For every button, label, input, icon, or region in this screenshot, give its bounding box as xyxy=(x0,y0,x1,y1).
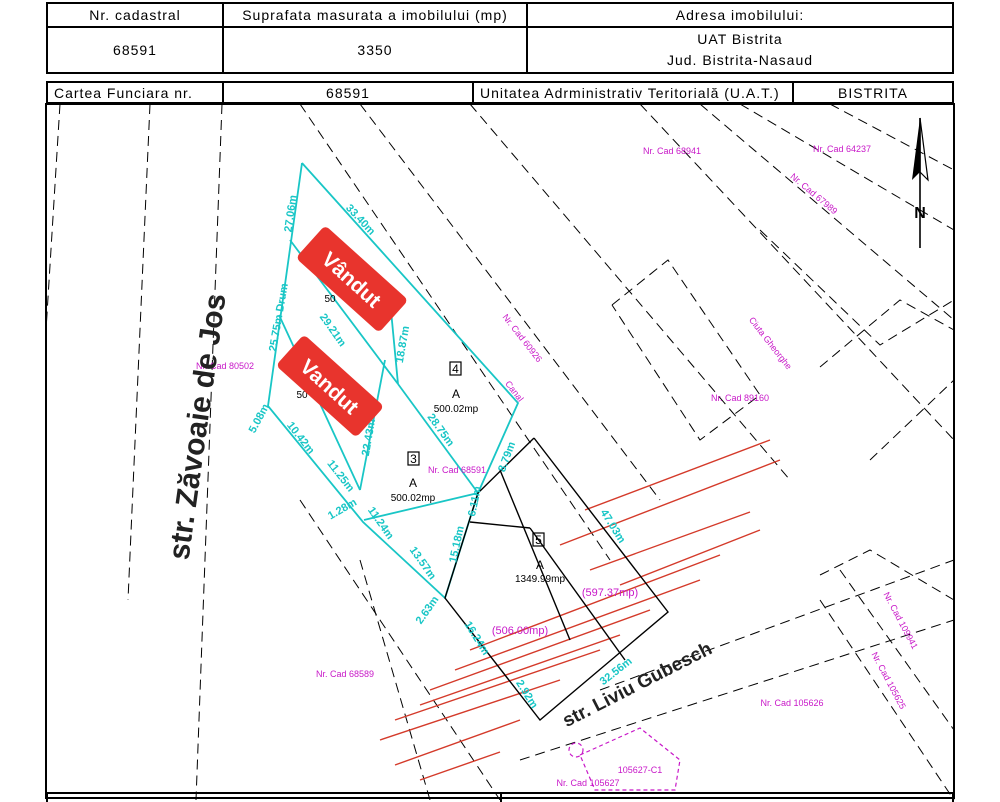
neighbor-label: Nr. Cad 105625 xyxy=(869,650,907,710)
address-uat: UAT Bistrita xyxy=(697,31,783,47)
dimension-label: 6.11m xyxy=(466,485,484,518)
address-county: Jud. Bistrita-Nasaud xyxy=(666,52,814,68)
lot5-boundary xyxy=(444,437,669,722)
neighbor-label: Nr. Cad 68591 xyxy=(428,465,486,475)
neighbor-label: Nr. Cad 105627 xyxy=(556,778,619,788)
sub-area-2: (506.00mp) xyxy=(492,625,548,637)
lot5-letter: A xyxy=(536,558,544,572)
footer-right-cell xyxy=(500,792,954,802)
dimension-label: 18.87m xyxy=(394,325,412,364)
neighbor-boundaries xyxy=(45,103,955,800)
dimension-label: 11.25m xyxy=(324,458,356,494)
lot3-area: 500.02mp xyxy=(391,493,436,504)
lot4-number: 4 xyxy=(452,362,459,376)
footer-left-cell xyxy=(46,792,502,802)
dimension-label: 2.63m xyxy=(414,594,442,627)
dimension-label: 5.08m xyxy=(247,402,272,435)
lot5-area: 1349.99mp xyxy=(515,574,565,585)
neighbor-label: Nr. Cad 89160 xyxy=(711,393,769,403)
lot5-number: 5 xyxy=(535,533,542,547)
dimension-label: 10.42m xyxy=(284,420,317,457)
dimension-label: 28.75m xyxy=(425,412,457,449)
neighbor-label: Nr. Cad 80502 xyxy=(196,361,254,371)
lot3-letter: A xyxy=(409,476,417,490)
sub-area-1: (597.37mp) xyxy=(582,587,638,599)
lot4-letter: A xyxy=(452,387,460,401)
dimension-label: 15.18m xyxy=(447,525,467,564)
lot-partial-area-1: 50 xyxy=(324,294,336,305)
neighbor-label: Nr. Cad 68589 xyxy=(316,669,374,679)
lot-partial-area-2: 50 xyxy=(296,390,308,401)
building-c1-outline xyxy=(568,727,681,791)
lot-number-boxes xyxy=(407,361,545,547)
neighbor-label: Ciuta Gheorghe xyxy=(747,315,794,371)
street-label-gubesch: str. Liviu Gubesch xyxy=(559,638,715,731)
dimension-label: 27.06m xyxy=(282,194,299,233)
dimension-label: 29.21m xyxy=(317,312,348,350)
neighbor-label: Nr. Cad 64237 xyxy=(813,144,871,154)
dimension-label: 11.24m xyxy=(365,505,396,542)
lot4-area: 500.02mp xyxy=(434,404,479,415)
dimension-label: 16.24m xyxy=(462,619,492,657)
road-hatching xyxy=(379,439,781,781)
neighbor-label: Nr. Cad 105626 xyxy=(760,698,823,708)
dimension-label: 1.28m xyxy=(326,496,359,522)
sold-badge-lot1: Vândut xyxy=(297,227,407,331)
neighbor-label: Nr. Cad 67989 xyxy=(788,171,839,216)
lot3-number: 3 xyxy=(410,452,417,466)
address-value: UAT Bistrita Jud. Bistrita-Nasaud xyxy=(526,26,954,74)
neighbor-label: Nr. Cad 68941 xyxy=(643,146,701,156)
dimension-label: 25.75m Drum xyxy=(267,282,291,352)
north-label: N xyxy=(914,205,926,222)
neighbor-label: 105627-C1 xyxy=(618,765,663,775)
dimension-label: 33.40m xyxy=(343,202,377,238)
north-arrow-icon: N xyxy=(912,117,929,248)
street-label-zavoaie: str. Zăvoaie de Jos xyxy=(163,291,233,561)
